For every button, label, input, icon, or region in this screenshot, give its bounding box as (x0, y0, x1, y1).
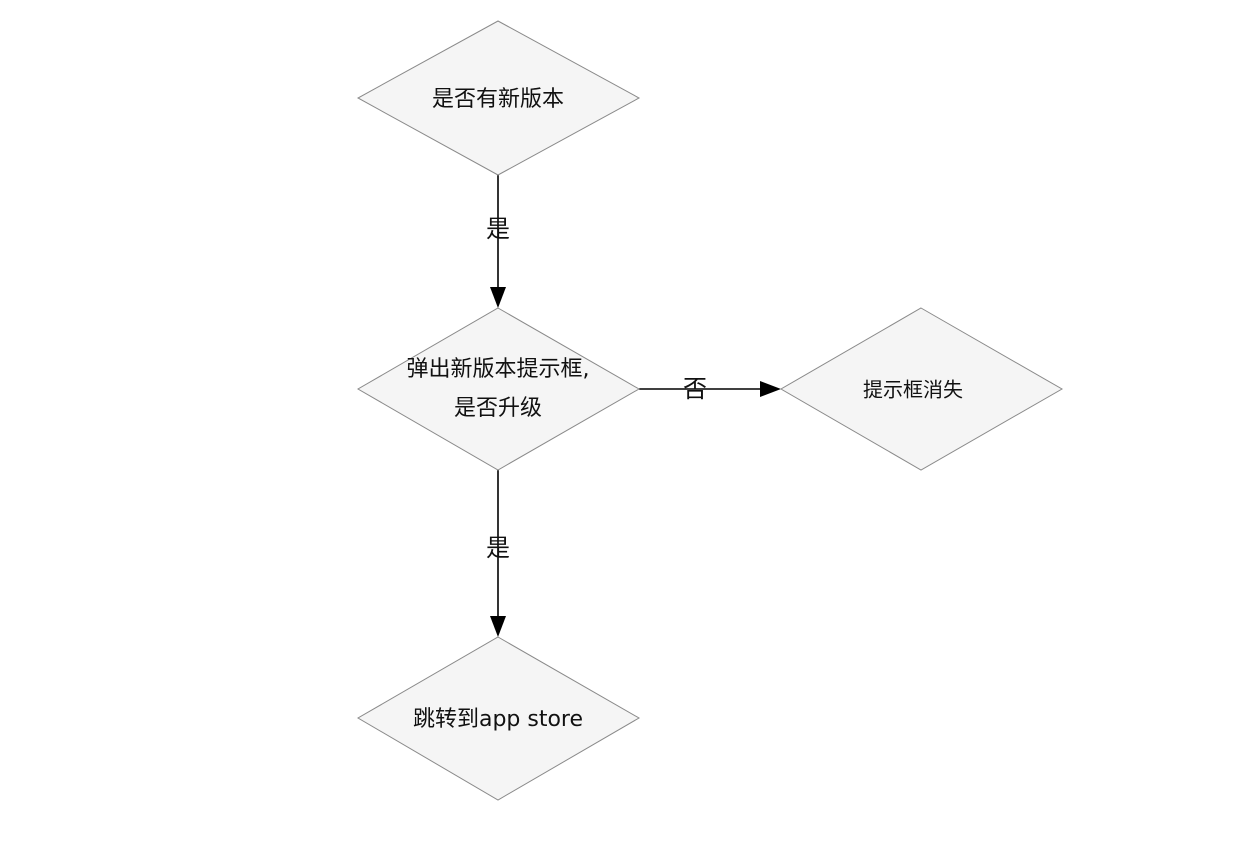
arrow-head-icon (490, 616, 506, 637)
arrow-head-icon (760, 381, 781, 397)
edge-check-to-prompt: 是 (486, 175, 510, 308)
node-prompt-upgrade[interactable]: 弹出新版本提示框, 是否升级 (357, 307, 641, 471)
decision-diamond (357, 307, 641, 471)
edge-label-yes: 是 (486, 215, 510, 243)
node-label: 提示框消失 (863, 378, 963, 402)
edge-prompt-to-dismiss: 否 (639, 375, 781, 403)
node-label-line1: 弹出新版本提示框, (407, 357, 590, 382)
node-goto-store[interactable]: 跳转到app store (357, 636, 640, 801)
decision-diamond (780, 307, 1064, 471)
edge-label-no: 否 (683, 375, 707, 403)
edge-label-yes: 是 (486, 534, 510, 562)
arrow-head-icon (490, 287, 506, 308)
decision-diamond (357, 636, 640, 801)
node-label: 跳转到app store (413, 707, 583, 732)
decision-diamond (356, 20, 641, 176)
node-dismiss[interactable]: 提示框消失 (780, 307, 1064, 471)
edge-prompt-to-store: 是 (486, 470, 510, 637)
node-label-line2: 是否升级 (454, 396, 542, 421)
node-check-version[interactable]: 是否有新版本 (356, 20, 641, 176)
node-label: 是否有新版本 (432, 87, 564, 112)
